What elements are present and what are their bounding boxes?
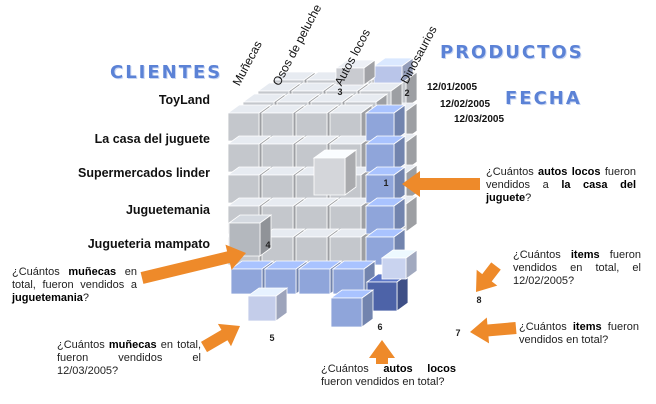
total-cell [331,260,377,295]
cell-number-2: 2 [404,88,409,98]
grand-total-cell [365,273,410,312]
date-label-2: 12/02/2005 [440,99,491,110]
clientes-title: CLIENTES [110,62,223,83]
question-4: ¿Cuántos muñecas en total, fueron vendid… [12,266,137,304]
highlight-cell-1 [312,149,358,196]
total-cell [364,104,407,142]
client-label-casa-juguete: La casa del juguete [94,132,210,146]
fecha-title: FECHA [505,88,582,109]
question-5: ¿Cuántos muñecas en total, fueron vendid… [57,339,202,377]
arrow-question-4 [140,244,246,284]
question-6: ¿Cuántos autos locos fueron vendidos en … [321,363,456,388]
date-total-cell [380,249,419,280]
question-7: ¿Cuántos items fueron vendidos en total? [519,321,639,346]
top-cell-3 [334,59,377,86]
cell-number-3: 3 [337,87,342,97]
total-cell-5 [246,287,289,322]
highlight-cell-4 [227,214,273,257]
client-label-linder: Supermercados linder [78,166,210,180]
total-cell [364,166,407,204]
client-label-mampato: Jugueteria mampato [87,237,210,251]
total-cell [364,197,407,235]
arrow-question-7 [470,317,517,344]
total-cell [364,135,407,173]
cell-number-4: 4 [265,240,270,250]
date-label-1: 12/01/2005 [427,82,478,93]
arrow-question-5 [200,323,241,353]
cell-number-8: 8 [476,295,481,305]
client-label-juguetemania: Juguetemania [125,203,210,217]
client-label-toyland: ToyLand [158,93,210,107]
question-1: ¿Cuántos autos locos fueron vendidos a l… [486,166,637,204]
arrow-question-6 [369,340,395,364]
cell-number-6: 6 [377,322,382,332]
cell-number-7: 7 [455,328,460,338]
question-8: ¿Cuántos items fueron vendidos en total,… [513,249,641,287]
cell-number-1: 1 [383,178,388,188]
date-label-3: 12/03/2005 [454,114,505,125]
arrow-question-1 [402,171,480,197]
total-cell-6 [329,289,375,328]
top-cell-2 [372,57,415,84]
productos-title: PRODUCTOS [440,42,584,63]
cell-number-5: 5 [269,333,274,343]
arrow-question-8 [476,262,501,293]
